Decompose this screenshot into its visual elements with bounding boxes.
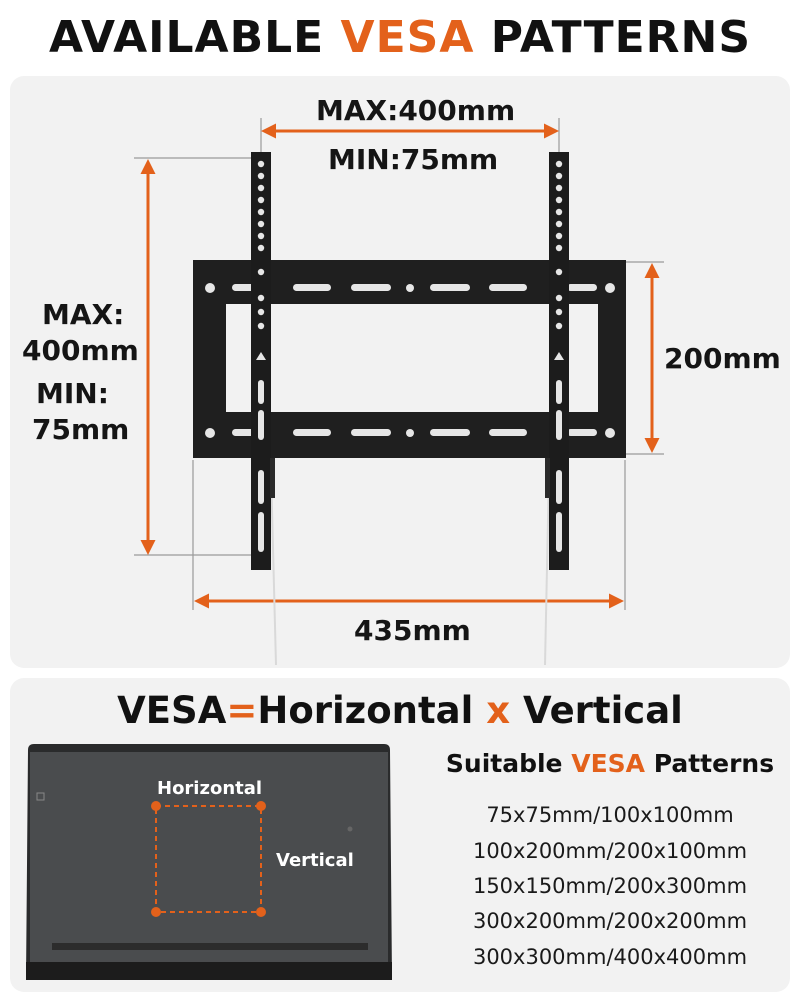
vertical-min-label: MIN: [36,377,109,410]
tv-horizontal-label: Horizontal [157,778,263,799]
safety-strings [270,469,550,666]
bracket-diagram-panel [10,76,790,668]
formula-times: x [473,689,523,732]
title-text: AVAILABLE [48,12,341,63]
formula-horizontal: Horizontal [257,689,474,732]
pattern-item: 300x300mm/400x400mm [472,945,748,969]
pattern-item: 100x200mm/200x100mm [472,839,748,863]
tv-vertical-label: Vertical [276,850,354,871]
vertical-max-value: 400mm [22,334,139,367]
horizontal-max-label: MAX:400mm [316,94,516,127]
formula-vesa: VESA [117,689,227,732]
right-arm [545,152,569,570]
title-text-end: PATTERNS [474,12,752,63]
formula-equals: = [226,689,258,732]
vesa-pattern-outline [155,805,262,913]
page-title: AVAILABLE VESA PATTERNS [0,8,800,68]
vesa-formula: VESA=Horizontal x Vertical [0,688,800,734]
wall-plate [193,260,626,458]
suitable-title-accent: VESA [571,749,645,778]
guide-lines [134,118,664,610]
suitable-title-end: Patterns [645,749,775,778]
tv-back [26,744,392,980]
vesa-holes [151,801,266,917]
suitable-patterns-title: Suitable VESA Patterns [420,748,800,780]
pattern-item: 300x200mm/200x200mm [472,909,748,933]
formula-vertical: Vertical [522,689,683,732]
suitable-title-text: Suitable [445,749,572,778]
vertical-max-label: MAX: [42,298,125,331]
dimension-arrows [140,123,660,609]
title-accent: VESA [340,12,475,63]
horizontal-min-label: MIN:75mm [328,143,499,176]
frame-height-label: 200mm [664,342,781,375]
vertical-min-value: 75mm [32,413,130,446]
pattern-item: 150x150mm/200x300mm [472,874,748,898]
left-arm [251,152,275,570]
pattern-item: 75x75mm/100x100mm [486,803,734,827]
frame-width-label: 435mm [354,614,471,647]
